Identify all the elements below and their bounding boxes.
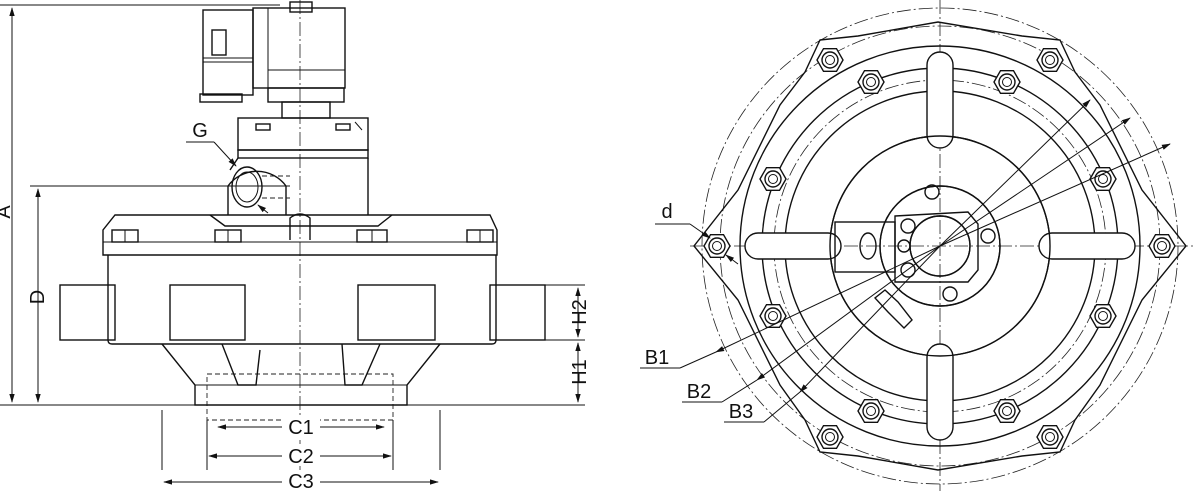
label-B3: B3: [729, 401, 753, 423]
dim-G: G: [186, 120, 269, 214]
dim-C3: C3: [163, 470, 439, 491]
label-d: d: [661, 201, 672, 223]
dim-B2: B2: [682, 379, 758, 403]
dim-D: D: [27, 188, 49, 403]
valve-bonnet: [229, 117, 369, 215]
dim-B1: B1: [640, 347, 717, 369]
label-G: G: [192, 120, 208, 142]
label-A: A: [0, 205, 15, 219]
label-B2: B2: [687, 381, 711, 403]
side-lugs: [59, 284, 546, 341]
label-C1: C1: [288, 417, 314, 439]
label-C2: C2: [288, 446, 314, 468]
valve-body-flange: [102, 213, 498, 345]
label-B1: B1: [645, 347, 669, 369]
dim-A: A: [0, 7, 15, 403]
label-H1: H1: [569, 359, 591, 385]
top-view: B1 B2 B3 d: [640, 0, 1195, 491]
solenoid-coil: [199, 1, 346, 119]
dim-H1: H1: [569, 342, 591, 403]
label-D: D: [27, 290, 49, 304]
side-view: A D H2 H1 C1 C2: [0, 0, 591, 491]
dim-H2: H2: [569, 287, 591, 338]
label-C3: C3: [288, 471, 314, 491]
dim-C2: C2: [208, 444, 392, 468]
dim-C1: C1: [217, 415, 385, 439]
label-H2: H2: [569, 299, 591, 325]
inlet-port: [227, 166, 290, 215]
outlet-cone: [161, 343, 441, 421]
dim-d: d: [655, 201, 739, 265]
radial-leaders: [715, 99, 1171, 393]
star-flange: [693, 21, 1187, 471]
dim-B3: B3: [724, 391, 801, 423]
ribs: [744, 51, 1136, 441]
center-hub: [834, 184, 1001, 329]
